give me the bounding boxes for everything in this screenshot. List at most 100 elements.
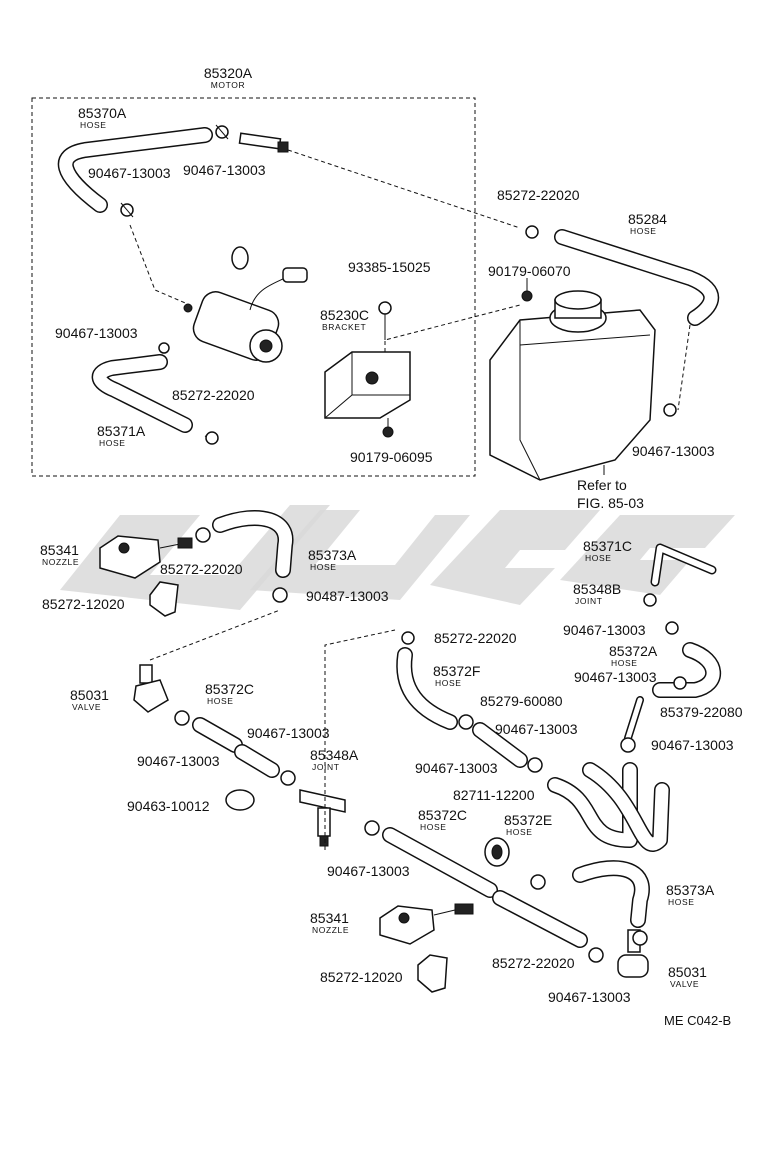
part-name: NOZZLE [312,925,349,935]
label-grommet-c: 82711-12200 [453,787,535,803]
part-number: 85272-22020 [434,630,517,646]
part-number: 85272-12020 [320,969,403,985]
label-holder-1: 85272-12020 [42,596,125,612]
label-cap: 90463-10012 [127,798,210,814]
part-number: 85031 [668,964,707,980]
part-name: VALVE [670,979,699,989]
part-name: HOSE [506,827,533,837]
part-name: HOSE [630,226,657,236]
part-number: 85348B [573,581,621,597]
hose-85370A-shape [57,127,213,213]
hose-85372E-shape [547,762,670,852]
part-name: HOSE [435,678,462,688]
part-number: 90179-06095 [350,449,433,465]
part-number: 85341 [310,910,349,926]
label-clamp-b2: 90467-13003 [563,622,646,638]
part-name: HOSE [207,696,234,706]
label-pipe-1: 85279-60080 [480,693,563,709]
label-clamp-c5: 90467-13003 [327,863,410,879]
part-name: HOSE [310,562,337,572]
part-number: 85031 [70,687,109,703]
motor-assembly-frame [31,97,476,477]
part-number: 90467-13003 [183,162,266,178]
nozzle-icon [99,535,193,579]
grommet-icon [484,837,510,867]
holder-icon [149,581,448,993]
refer-to-note: Refer to FIG. 85-03 [577,477,644,511]
bracket-icon [324,351,411,419]
part-number: 85371C [583,538,632,554]
part-number: 90467-13003 [548,989,631,1005]
part-number: 85379-22080 [660,704,743,720]
label-bolt: 93385-15025 [348,259,431,275]
part-number: 90463-10012 [127,798,210,814]
hose-85371C-shape [650,543,717,587]
cap-icon [225,789,255,811]
part-number: 90467-13003 [327,863,410,879]
label-clamp-a1: 90467-13003 [88,165,171,181]
label-clip-d: 85379-22080 [660,704,743,720]
part-number: 85372E [504,812,552,828]
part-number: 85372C [418,807,467,823]
part-number: 85371A [97,423,146,439]
part-name: JOINT [312,762,340,772]
washer-tank-icon [489,290,656,481]
hose-85372C-1-shape [192,717,280,778]
part-number: 85272-22020 [160,561,243,577]
part-number: 90487-13003 [306,588,389,604]
part-name: HOSE [668,897,695,907]
nozzle-icon [379,903,474,945]
part-number: 90467-13003 [651,737,734,753]
label-clamp-a3: 90467-13003 [55,325,138,341]
label-clamp-b3: 90467-13003 [574,669,657,685]
part-number: 90467-13003 [137,753,220,769]
part-number: 85341 [40,542,79,558]
part-number: 85372C [205,681,254,697]
part-number: 90467-13003 [88,165,171,181]
label-clamp-b4: 90467-13003 [651,737,734,753]
grommet-icon [382,426,394,438]
label-grommet-b: 90179-06095 [350,449,433,465]
refer-to-line-2: FIG. 85-03 [577,495,644,511]
label-clip-b: 85272-22020 [172,387,255,403]
hose-85371A-shape [91,354,193,433]
part-name: BRACKET [322,322,366,332]
part-number: 85284 [628,211,667,227]
label-clip-f: 85272-22020 [492,955,575,971]
part-number: 85372A [609,643,658,659]
part-number: 85230C [320,307,369,323]
pipe-icon [472,722,528,768]
label-grommet-a: 90179-06070 [488,263,571,279]
part-number: 90467-13003 [563,622,646,638]
clamp-icon [120,124,229,218]
label-clamp-c2: 90467-13003 [247,725,330,741]
watermark [60,505,735,610]
part-number: 82711-12200 [453,787,535,803]
part-name: HOSE [611,658,638,668]
part-name: NOZZLE [42,557,79,567]
part-name: HOSE [585,553,612,563]
label-clamp-a4: 90467-13003 [632,443,715,459]
fitting-icon [238,132,289,153]
part-number: 85370A [78,105,127,121]
part-name: HOSE [99,438,126,448]
label-clamp-c6: 90467-13003 [548,989,631,1005]
hose-85372A-shape [652,642,722,698]
label-clamp-b1: 90487-13003 [306,588,389,604]
label-clamp-a2: 90467-13003 [183,162,266,178]
part-number: 93385-15025 [348,259,431,275]
part-number: 85272-22020 [497,187,580,203]
refer-to-line-1: Refer to [577,477,627,493]
part-number: 85320A [204,65,253,81]
